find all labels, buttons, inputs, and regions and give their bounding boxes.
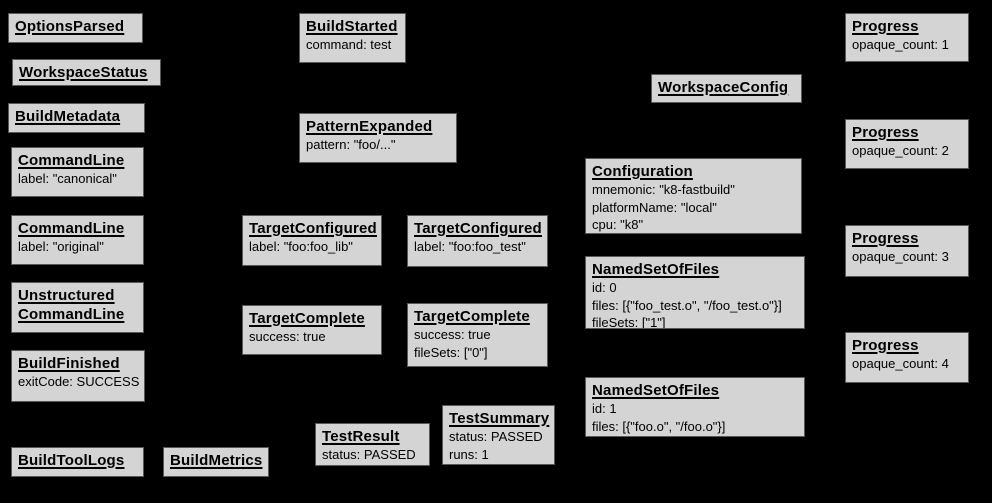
event-title: TargetConfigured [249, 220, 377, 237]
event-field: fileSets: ["0"] [414, 344, 488, 360]
event-title: BuildMetrics [170, 452, 263, 469]
event-title: TargetConfigured [414, 220, 542, 237]
event-box-buildmetrics: BuildMetrics [163, 447, 269, 477]
event-field: mnemonic: "k8-fastbuild" [592, 182, 735, 197]
event-field: opaque_count: 4 [852, 356, 949, 371]
event-title: TestSummary [449, 410, 550, 427]
event-box-targetconfigured: TargetConfigured label: "foo:foo_lib" [242, 215, 382, 266]
event-field: opaque_count: 2 [852, 143, 949, 158]
event-field: files: [{"foo_test.o", "/foo_test.o"}] [592, 297, 782, 313]
event-title: BuildFinished [18, 355, 120, 372]
event-title: TargetComplete [249, 310, 365, 327]
event-box-progress: Progress opaque_count: 2 [845, 119, 969, 169]
event-title: PatternExpanded [306, 118, 433, 135]
event-field: status: PASSED [449, 429, 543, 444]
event-field: label: "original" [18, 239, 104, 254]
event-field: files: [{"foo.o", "/foo.o"}] [592, 418, 726, 434]
event-field: pattern: "foo/..." [306, 137, 396, 152]
event-title: Configuration [592, 163, 693, 180]
event-title: BuildToolLogs [18, 452, 125, 469]
event-field: exitCode: SUCCESS [18, 374, 140, 389]
event-title: CommandLine [18, 220, 125, 237]
event-box-progress: Progress opaque_count: 3 [845, 225, 969, 277]
event-title: BuildMetadata [15, 108, 121, 125]
event-box-targetconfigured: TargetConfigured label: "foo:foo_test" [407, 215, 548, 267]
event-title: Unstructured CommandLine [18, 287, 125, 323]
event-box-buildtoollogs: BuildToolLogs [11, 447, 144, 477]
event-title: Progress [852, 337, 919, 354]
event-field: id: 0 [592, 280, 617, 295]
event-box-workspaceconfig: WorkspaceConfig [651, 74, 802, 103]
event-field: command: test [306, 37, 392, 52]
event-box-namedsetoffiles: NamedSetOfFiles id: 0 files: [{"foo_test.o… [585, 256, 805, 329]
event-box-unstructured-commandline: Unstructured CommandLine [11, 282, 144, 333]
event-field: success: true [249, 329, 326, 344]
event-box-progress: Progress opaque_count: 4 [845, 332, 969, 383]
event-field: label: "foo:foo_lib" [249, 239, 353, 254]
event-field: cpu: "k8" [592, 217, 644, 232]
event-title: CommandLine [18, 152, 125, 169]
event-box-buildstarted: BuildStarted command: test [299, 13, 406, 63]
event-field: opaque_count: 1 [852, 37, 949, 52]
event-box-buildfinished: BuildFinished exitCode: SUCCESS [11, 350, 145, 402]
event-title: WorkspaceConfig [658, 79, 789, 96]
event-box-workspacestatus: WorkspaceStatus [12, 59, 161, 86]
event-field: success: true [414, 327, 491, 342]
event-field: runs: 1 [449, 446, 489, 462]
event-title: Progress [852, 124, 919, 141]
event-field: label: "foo:foo_test" [414, 239, 526, 254]
event-box-targetcomplete: TargetComplete success: true [242, 305, 382, 355]
event-field: fileSets: ["1"] [592, 315, 666, 329]
event-title: BuildStarted [306, 18, 398, 35]
event-box-buildmetadata: BuildMetadata [8, 103, 145, 133]
event-box-configuration: Configuration mnemonic: "k8-fastbuild" pla… [585, 158, 802, 234]
event-field: platformName: "local" [592, 199, 717, 215]
event-title: Progress [852, 230, 919, 247]
event-title: TargetComplete [414, 308, 530, 325]
event-box-commandline: CommandLine label: "canonical" [11, 147, 144, 197]
event-title: NamedSetOfFiles [592, 261, 720, 278]
event-box-testsummary: TestSummary status: PASSED runs: 1 [442, 405, 555, 465]
event-box-progress: Progress opaque_count: 1 [845, 13, 969, 62]
event-title: OptionsParsed [15, 18, 125, 35]
event-box-testresult: TestResult status: PASSED [315, 423, 430, 466]
event-box-namedsetoffiles: NamedSetOfFiles id: 1 files: [{"foo.o", "/… [585, 377, 805, 437]
event-title: Progress [852, 18, 919, 35]
event-field: label: "canonical" [18, 171, 117, 186]
event-title: WorkspaceStatus [19, 64, 148, 81]
event-field: opaque_count: 3 [852, 249, 949, 264]
event-box-targetcomplete: TargetComplete success: true fileSets: ["0… [407, 303, 548, 367]
event-title: NamedSetOfFiles [592, 382, 720, 399]
event-title: TestResult [322, 428, 400, 445]
event-field: id: 1 [592, 401, 617, 416]
event-box-optionsparsed: OptionsParsed [8, 13, 143, 43]
event-field: status: PASSED [322, 447, 416, 462]
event-box-commandline: CommandLine label: "original" [11, 215, 144, 265]
event-box-patternexpanded: PatternExpanded pattern: "foo/..." [299, 113, 457, 163]
